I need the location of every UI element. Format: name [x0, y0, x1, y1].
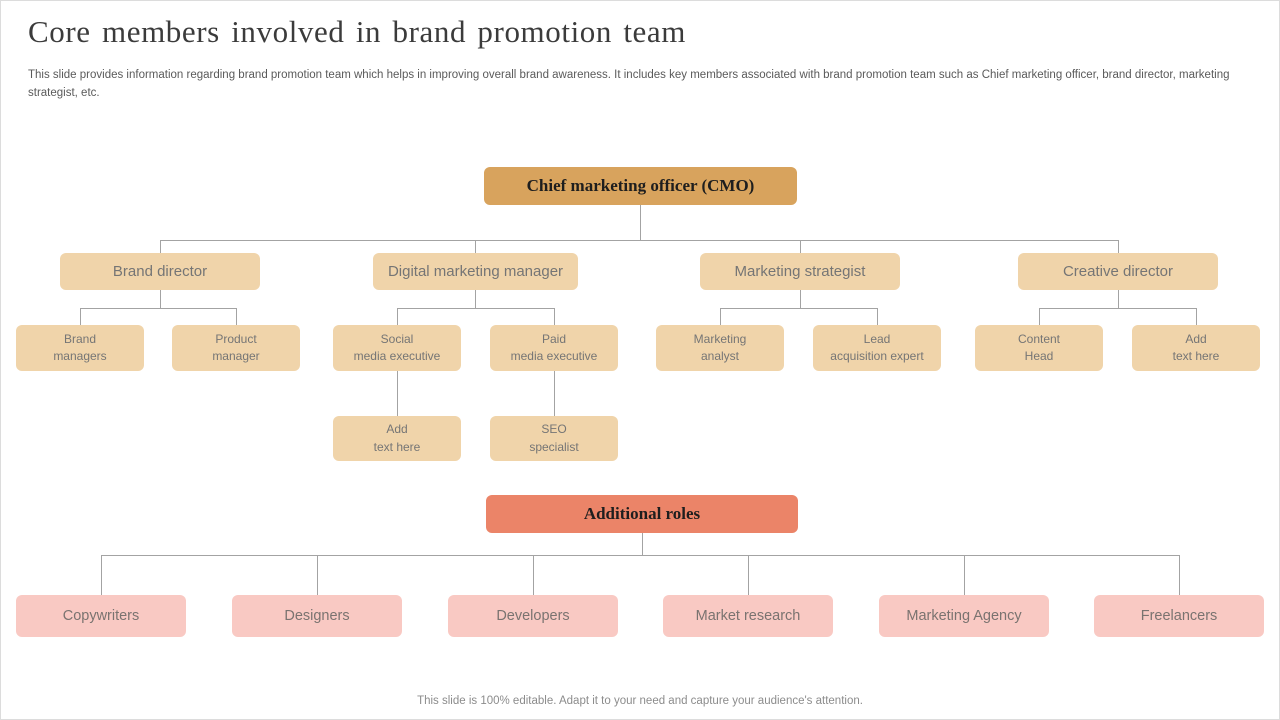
node-brand-managers: Brand managers	[16, 325, 151, 378]
connector-line	[964, 555, 965, 595]
connector-line	[720, 308, 877, 309]
node-lead-acquisition-expert: Lead acquisition expert	[813, 325, 948, 378]
connector-line	[160, 290, 161, 308]
node-content-head: Content Head	[975, 325, 1110, 378]
connector-line	[1039, 308, 1196, 309]
connector-line	[1196, 308, 1197, 325]
connector-line	[800, 290, 801, 308]
connector-line	[1179, 555, 1180, 595]
connector-line	[554, 308, 555, 325]
connector-line	[475, 290, 476, 308]
slide-description: This slide provides information regardin…	[28, 69, 1230, 100]
node-market-research: Market research	[663, 595, 840, 644]
connector-line	[720, 308, 721, 325]
node-copywriters: Copywriters	[16, 595, 193, 644]
connector-line	[160, 240, 1118, 241]
node-additional-roles: Additional roles	[486, 495, 805, 540]
node-social-media-executive: Social media executive	[333, 325, 468, 378]
node-brand-director: Brand director	[60, 253, 267, 297]
node-cmo: Chief marketing officer (CMO)	[484, 167, 804, 212]
connector-line	[317, 555, 318, 595]
connector-line	[101, 555, 1179, 556]
connector-line	[1118, 290, 1119, 308]
node-designers: Designers	[232, 595, 409, 644]
node-seo-specialist: SEO specialist	[490, 416, 625, 468]
connector-line	[475, 240, 476, 253]
connector-line	[800, 240, 801, 253]
connector-line	[80, 308, 236, 309]
connector-line	[748, 555, 749, 595]
node-marketing-agency: Marketing Agency	[879, 595, 1056, 644]
node-developers: Developers	[448, 595, 625, 644]
connector-line	[160, 240, 161, 253]
node-add-text-here-1: Add text here	[1132, 325, 1267, 378]
connector-line	[640, 205, 641, 240]
connector-line	[80, 308, 81, 325]
connector-line	[1118, 240, 1119, 253]
slide-title: Core members involved in brand promotion…	[28, 14, 686, 49]
connector-line	[101, 555, 102, 595]
connector-line	[397, 308, 554, 309]
node-creative-director: Creative director	[1018, 253, 1225, 297]
connector-line	[554, 371, 555, 416]
connector-line	[397, 371, 398, 416]
node-add-text-here-2: Add text here	[333, 416, 468, 468]
connector-line	[1039, 308, 1040, 325]
connector-line	[642, 533, 643, 555]
node-marketing-strategist: Marketing strategist	[700, 253, 907, 297]
node-product-manager: Product manager	[172, 325, 307, 378]
footer-note: This slide is 100% editable. Adapt it to…	[417, 695, 863, 707]
node-freelancers: Freelancers	[1094, 595, 1271, 644]
connector-line	[877, 308, 878, 325]
node-digital-marketing-manager: Digital marketing manager	[373, 253, 585, 297]
connector-line	[397, 308, 398, 325]
node-paid-media-executive: Paid media executive	[490, 325, 625, 378]
connector-line	[533, 555, 534, 595]
connector-line	[236, 308, 237, 325]
node-marketing-analyst: Marketing analyst	[656, 325, 791, 378]
